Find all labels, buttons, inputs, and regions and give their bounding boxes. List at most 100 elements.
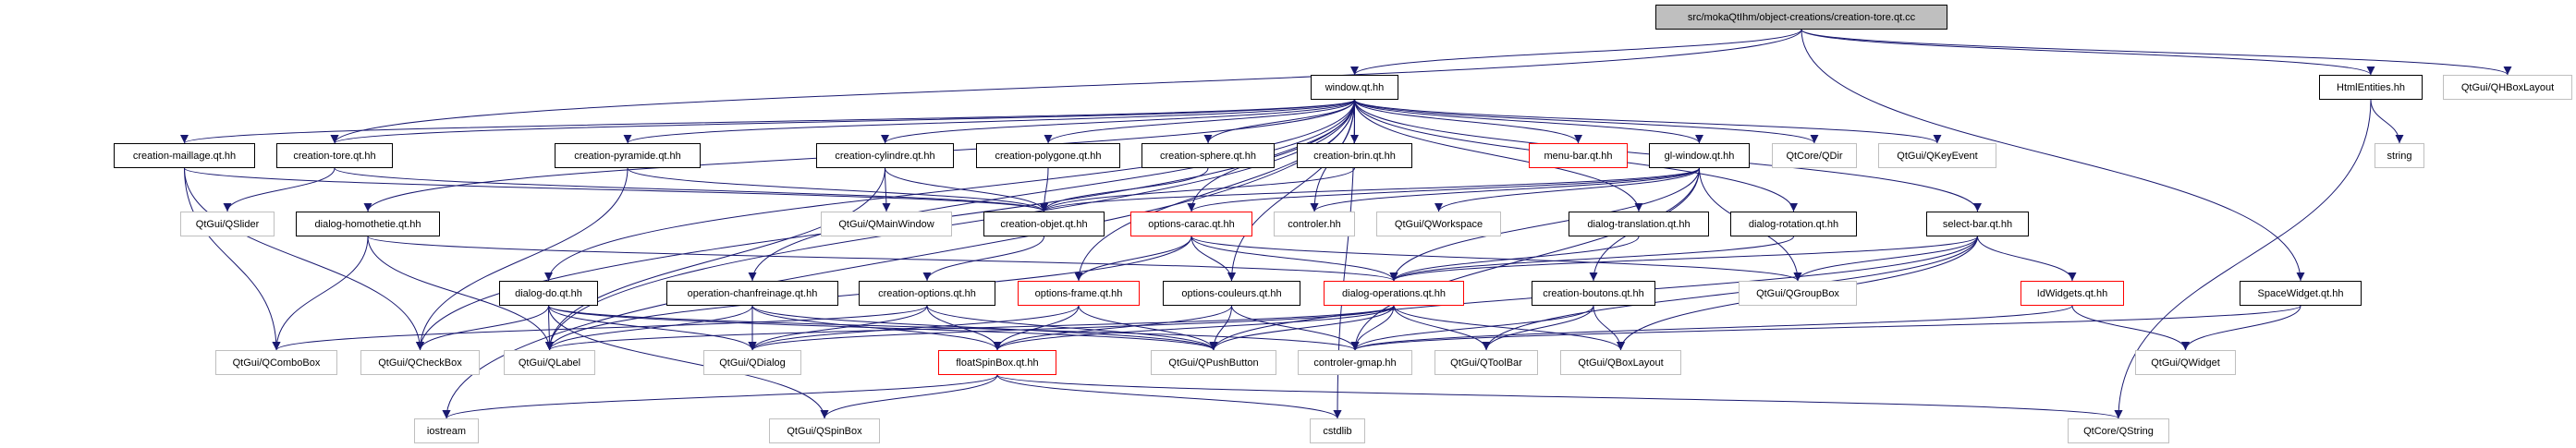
edge-select-bar-to-dialog-operations (1389, 236, 1978, 282)
node-label: QtGui/QPushButton (1168, 357, 1259, 369)
node-creation-maillage[interactable]: creation-maillage.qt.hh (114, 143, 255, 168)
node-string[interactable]: string (2375, 143, 2424, 168)
edge-window-to-qdir (1354, 99, 1819, 144)
edge-creation-options-to-qcombobox (272, 305, 928, 351)
node-qtoolbar[interactable]: QtGui/QToolBar (1435, 350, 1538, 375)
node-label: menu-bar.qt.hh (1544, 150, 1613, 162)
node-controler[interactable]: controler.hh (1274, 212, 1355, 236)
node-operation-chanfreinage[interactable]: operation-chanfreinage.qt.hh (666, 281, 838, 306)
node-creation-brin[interactable]: creation-brin.qt.hh (1297, 143, 1412, 168)
node-options-couleurs[interactable]: options-couleurs.qt.hh (1163, 281, 1300, 306)
edge-spacewidget-to-controler-gmap (1350, 305, 2301, 351)
node-dialog-rotation[interactable]: dialog-rotation.qt.hh (1730, 212, 1857, 236)
edge-idwidgets-to-controler-gmap (1350, 305, 2073, 351)
edge-window-to-operation-chanfreinage (748, 99, 1355, 282)
node-qkeyevent[interactable]: QtGui/QKeyEvent (1878, 143, 1996, 168)
node-qstring[interactable]: QtCore/QString (2068, 418, 2169, 443)
node-qboxlayout[interactable]: QtGui/QBoxLayout (1560, 350, 1681, 375)
node-creation-boutons[interactable]: creation-boutons.qt.hh (1532, 281, 1655, 306)
node-label: QtGui/QComboBox (232, 357, 321, 369)
node-creation-sphere[interactable]: creation-sphere.qt.hh (1141, 143, 1275, 168)
node-label: options-carac.qt.hh (1148, 218, 1235, 230)
edge-options-carac-to-dialog-operations (1190, 236, 1398, 282)
node-label: string (2387, 150, 2412, 162)
edge-dialog-homothetie-to-qlabel (367, 236, 554, 351)
node-dialog-translation[interactable]: dialog-translation.qt.hh (1569, 212, 1709, 236)
node-label: dialog-do.qt.hh (515, 287, 582, 299)
node-label: creation-cylindre.qt.hh (835, 150, 935, 162)
node-creation-tore[interactable]: creation-tore.qt.hh (276, 143, 393, 168)
edge-select-bar-to-qgroupbox (1793, 236, 1978, 282)
node-label: gl-window.qt.hh (1664, 150, 1735, 162)
node-window[interactable]: window.qt.hh (1311, 75, 1398, 100)
node-qspinbox[interactable]: QtGui/QSpinBox (769, 418, 880, 443)
node-qmainwindow[interactable]: QtGui/QMainWindow (821, 212, 952, 236)
node-label: creation-polygone.qt.hh (995, 150, 1102, 162)
node-htmlentities[interactable]: HtmlEntities.hh (2319, 75, 2423, 100)
node-root[interactable]: src/mokaQtIhm/object-creations/creation-… (1655, 5, 1947, 30)
edge-dialog-operations-to-qboxlayout (1393, 305, 1625, 351)
node-label: window.qt.hh (1325, 81, 1385, 93)
edge-dialog-operations-to-qdialog (748, 305, 1395, 351)
edge-idwidgets-to-qwidget (2071, 305, 2190, 351)
edge-window-to-creation-sphere (1203, 99, 1355, 144)
node-qslider[interactable]: QtGui/QSlider (180, 212, 275, 236)
edge-options-carac-to-options-couleurs (1190, 236, 1236, 282)
edge-dialog-translation-to-dialog-operations (1389, 236, 1640, 282)
edge-floatspinbox-to-iostream (442, 374, 998, 419)
node-qcombobox[interactable]: QtGui/QComboBox (215, 350, 337, 375)
node-dialog-homothetie[interactable]: dialog-homothetie.qt.hh (296, 212, 440, 236)
node-qpushbutton[interactable]: QtGui/QPushButton (1151, 350, 1276, 375)
edge-htmlentities-to-string (2370, 99, 2404, 144)
edge-spacewidget-to-qwidget (2181, 305, 2301, 351)
edge-options-frame-to-qpushbutton (1078, 305, 1218, 351)
node-qgroupbox[interactable]: QtGui/QGroupBox (1739, 281, 1857, 306)
edge-creation-polygone-to-creation-objet (1040, 167, 1049, 212)
node-label: cstdlib (1323, 425, 1352, 437)
node-select-bar[interactable]: select-bar.qt.hh (1926, 212, 2029, 236)
edge-creation-tore-to-qslider (223, 167, 336, 212)
node-iostream[interactable]: iostream (414, 418, 479, 443)
node-qhboxlayout[interactable]: QtGui/QHBoxLayout (2443, 75, 2572, 100)
node-label: dialog-rotation.qt.hh (1748, 218, 1839, 230)
node-label: dialog-homothetie.qt.hh (314, 218, 421, 230)
node-qcheckbox[interactable]: QtGui/QCheckBox (360, 350, 480, 375)
edge-dialog-do-to-qspinbox (548, 305, 829, 419)
node-dialog-do[interactable]: dialog-do.qt.hh (499, 281, 598, 306)
node-creation-objet[interactable]: creation-objet.qt.hh (983, 212, 1105, 236)
node-creation-cylindre[interactable]: creation-cylindre.qt.hh (816, 143, 954, 168)
node-label: controler-gmap.hh (1313, 357, 1397, 369)
edge-root-to-window (1350, 29, 1802, 76)
node-qdialog[interactable]: QtGui/QDialog (703, 350, 801, 375)
node-spacewidget[interactable]: SpaceWidget.qt.hh (2240, 281, 2362, 306)
node-qlabel[interactable]: QtGui/QLabel (504, 350, 595, 375)
node-controler-gmap[interactable]: controler-gmap.hh (1298, 350, 1412, 375)
node-creation-pyramide[interactable]: creation-pyramide.qt.hh (555, 143, 701, 168)
node-label: operation-chanfreinage.qt.hh (687, 287, 818, 299)
node-qworkspace[interactable]: QtGui/QWorkspace (1376, 212, 1501, 236)
node-cstdlib[interactable]: cstdlib (1310, 418, 1365, 443)
node-label: creation-maillage.qt.hh (132, 150, 237, 162)
node-label: options-couleurs.qt.hh (1181, 287, 1282, 299)
node-qdir[interactable]: QtCore/QDir (1772, 143, 1857, 168)
node-label: QtGui/QHBoxLayout (2460, 81, 2555, 93)
node-label: controler.hh (1288, 218, 1341, 230)
node-idwidgets[interactable]: IdWidgets.qt.hh (2021, 281, 2124, 306)
node-floatspinbox[interactable]: floatSpinBox.qt.hh (938, 350, 1056, 375)
node-dialog-operations[interactable]: dialog-operations.qt.hh (1324, 281, 1464, 306)
edge-dialog-operations-to-floatspinbox (993, 305, 1395, 351)
node-qwidget[interactable]: QtGui/QWidget (2135, 350, 2236, 375)
edge-window-to-gl-window (1354, 99, 1703, 144)
node-creation-polygone[interactable]: creation-polygone.qt.hh (976, 143, 1120, 168)
node-label: creation-pyramide.qt.hh (574, 150, 681, 162)
node-options-carac[interactable]: options-carac.qt.hh (1130, 212, 1252, 236)
node-options-frame[interactable]: options-frame.qt.hh (1018, 281, 1140, 306)
node-creation-options[interactable]: creation-options.qt.hh (859, 281, 995, 306)
node-menu-bar[interactable]: menu-bar.qt.hh (1529, 143, 1628, 168)
node-gl-window[interactable]: gl-window.qt.hh (1649, 143, 1750, 168)
edge-floatspinbox-to-qspinbox (820, 374, 998, 419)
edge-window-to-menu-bar (1354, 99, 1582, 144)
node-label: options-frame.qt.hh (1034, 287, 1123, 299)
node-label: IdWidgets.qt.hh (2036, 287, 2108, 299)
edge-operation-chanfreinage-to-floatspinbox (751, 305, 1002, 351)
